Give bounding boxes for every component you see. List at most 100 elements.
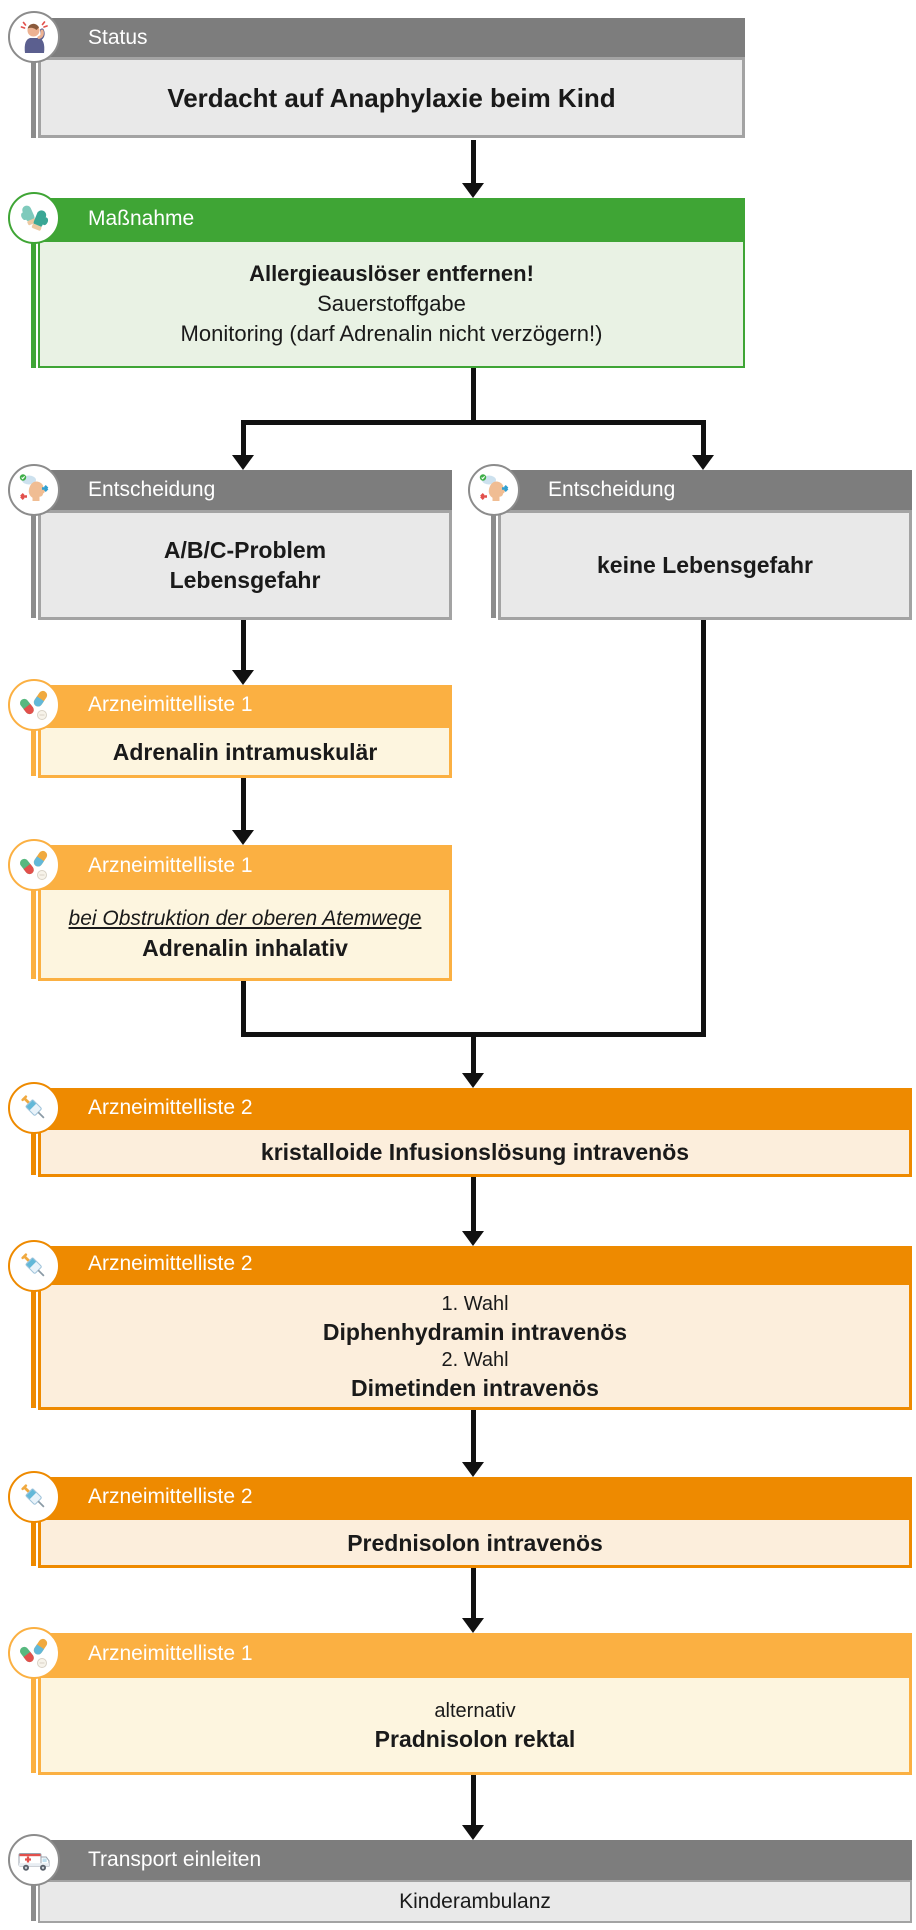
- obstruktion-hinweis-line: bei Obstruktion der oberen Atemwege: [68, 907, 422, 930]
- entscheidung-rechts-block: Entscheidung keine Lebensgefahr: [498, 470, 912, 620]
- massnahme-line: Sauerstoffgabe: [317, 291, 466, 316]
- arznei1-adrenalin-inhalativ-block: Arzneimittelliste 1 bei Obstruktion der …: [38, 845, 452, 981]
- arznei2-header: Arzneimittelliste 2: [38, 1246, 912, 1282]
- flow-line: [241, 620, 246, 670]
- flow-arrowhead: [462, 1231, 484, 1246]
- branch-line-left: [241, 420, 246, 458]
- arznei1-header: Arzneimittelliste 1: [38, 845, 452, 887]
- arznei1-adrenalin-im-body: Adrenalin intramuskulär: [38, 725, 452, 778]
- entscheidung-links-line: Lebensgefahr: [169, 567, 321, 593]
- badge-stem: [31, 1676, 36, 1773]
- flow-arrowhead: [462, 1073, 484, 1088]
- arznei1-header-label: Arzneimittelliste 1: [88, 693, 253, 716]
- arznei1-pradnisolon-line: Pradnisolon rektal: [374, 1726, 576, 1752]
- badge-stem: [31, 241, 36, 368]
- flow-line: [471, 1410, 476, 1463]
- entscheidung-rechts-line: keine Lebensgefahr: [596, 552, 814, 578]
- massnahme-block: Maßnahme Allergieauslöser entfernen! Sau…: [38, 198, 745, 368]
- badge-stem: [31, 888, 36, 979]
- arznei2-infusion-body: kristalloide Infusionslösung intravenös: [38, 1127, 912, 1177]
- branch-line: [241, 420, 706, 425]
- diphenhydramin-line: Diphenhydramin intravenös: [322, 1319, 628, 1345]
- badge-stem: [31, 1520, 36, 1566]
- syringe-icon: [8, 1082, 60, 1134]
- arznei1-adrenalin-im-line: Adrenalin intramuskulär: [112, 738, 378, 765]
- massnahme-header: Maßnahme: [38, 198, 745, 240]
- entscheidung-rechts-header: Entscheidung: [498, 470, 912, 510]
- transport-header: Transport einleiten: [38, 1840, 912, 1880]
- arznei1-adrenalin-im-block: Arzneimittelliste 1 Adrenalin intramusku…: [38, 685, 452, 778]
- arznei1-header-label: Arzneimittelliste 1: [88, 1642, 253, 1665]
- entscheidung-header-label: Entscheidung: [548, 478, 676, 501]
- decision-icon: [8, 464, 60, 516]
- arznei1-adrenalin-inhalativ-line: Adrenalin inhalativ: [142, 935, 348, 961]
- transport-body: Kinderambulanz: [38, 1880, 912, 1923]
- transport-header-label: Transport einleiten: [88, 1848, 262, 1871]
- arznei2-header: Arzneimittelliste 2: [38, 1477, 912, 1517]
- decision-icon: [468, 464, 520, 516]
- flow-arrowhead: [692, 455, 714, 470]
- status-block: Status Verdacht auf Anaphylaxie beim Kin…: [38, 18, 745, 138]
- arznei2-prednisolon-block: Arzneimittelliste 2 Prednisolon intraven…: [38, 1477, 912, 1568]
- massnahme-header-label: Maßnahme: [88, 207, 195, 230]
- wahl-1-label: 1. Wahl: [441, 1293, 509, 1315]
- flow-line: [471, 140, 476, 184]
- arznei1-header: Arzneimittelliste 1: [38, 685, 452, 725]
- kinderambulanz-line: Kinderambulanz: [399, 1889, 551, 1913]
- status-header: Status: [38, 18, 745, 57]
- arznei2-header-label: Arzneimittelliste 2: [88, 1485, 253, 1508]
- syringe-icon: [8, 1240, 60, 1292]
- arznei2-infusion-block: Arzneimittelliste 2 kristalloide Infusio…: [38, 1088, 912, 1177]
- pills-icon: [8, 839, 60, 891]
- entscheidung-header-label: Entscheidung: [88, 478, 216, 501]
- arznei2-header: Arzneimittelliste 2: [38, 1088, 912, 1127]
- wahl-2-label: 2. Wahl: [441, 1349, 509, 1371]
- flow-line: [471, 1032, 476, 1074]
- flow-arrowhead: [232, 455, 254, 470]
- arznei2-header-label: Arzneimittelliste 2: [88, 1095, 253, 1119]
- badge-stem: [31, 1289, 36, 1408]
- arznei2-antihistaminika-body: 1. Wahl Diphenhydramin intravenös 2. Wah…: [38, 1282, 912, 1410]
- ambulance-icon: [8, 1834, 60, 1886]
- status-body: Verdacht auf Anaphylaxie beim Kind: [38, 57, 745, 138]
- merge-line-right: [701, 620, 706, 1037]
- arznei1-header: Arzneimittelliste 1: [38, 1633, 912, 1675]
- headache-person-icon: [8, 11, 60, 63]
- arznei1-pradnisolon-body: alternativ Pradnisolon rektal: [38, 1675, 912, 1775]
- gloves-icon: [8, 192, 60, 244]
- transport-block: Transport einleiten Kinderambulanz: [38, 1840, 912, 1923]
- alternativ-label: alternativ: [434, 1700, 516, 1722]
- entscheidung-links-header: Entscheidung: [38, 470, 452, 510]
- badge-stem: [31, 1883, 36, 1921]
- entscheidung-links-line: A/B/C-Problem: [163, 537, 327, 563]
- merge-line-left: [241, 981, 246, 1037]
- dimetinden-line: Dimetinden intravenös: [351, 1375, 599, 1401]
- pills-icon: [8, 679, 60, 731]
- badge-stem: [31, 513, 36, 618]
- branch-line-right: [701, 420, 706, 458]
- arznei2-infusion-line: kristalloide Infusionslösung intravenös: [260, 1139, 690, 1165]
- status-text: Verdacht auf Anaphylaxie beim Kind: [167, 82, 616, 113]
- arznei1-pradnisolon-block: Arzneimittelliste 1 alternativ Pradnisol…: [38, 1633, 912, 1775]
- badge-stem: [31, 1131, 36, 1175]
- arznei2-prednisolon-line: Prednisolon intravenös: [347, 1529, 603, 1556]
- badge-stem: [31, 60, 36, 138]
- flow-line: [471, 1568, 476, 1619]
- arznei2-prednisolon-body: Prednisolon intravenös: [38, 1517, 912, 1568]
- flow-line: [241, 778, 246, 831]
- flow-arrowhead: [232, 670, 254, 685]
- entscheidung-links-body: A/B/C-Problem Lebensgefahr: [38, 510, 452, 620]
- flow-arrowhead: [232, 830, 254, 845]
- arznei1-adrenalin-inhalativ-body: bei Obstruktion der oberen Atemwege Adre…: [38, 887, 452, 981]
- flow-arrowhead: [462, 183, 484, 198]
- status-header-label: Status: [88, 25, 148, 49]
- entscheidung-rechts-body: keine Lebensgefahr: [498, 510, 912, 620]
- massnahme-line: Monitoring (darf Adrenalin nicht verzöge…: [180, 321, 603, 346]
- badge-stem: [491, 513, 496, 618]
- entscheidung-links-block: Entscheidung A/B/C-Problem Lebensgefahr: [38, 470, 452, 620]
- syringe-icon: [8, 1471, 60, 1523]
- flow-line: [471, 1177, 476, 1232]
- flow-arrowhead: [462, 1618, 484, 1633]
- flow-arrowhead: [462, 1462, 484, 1477]
